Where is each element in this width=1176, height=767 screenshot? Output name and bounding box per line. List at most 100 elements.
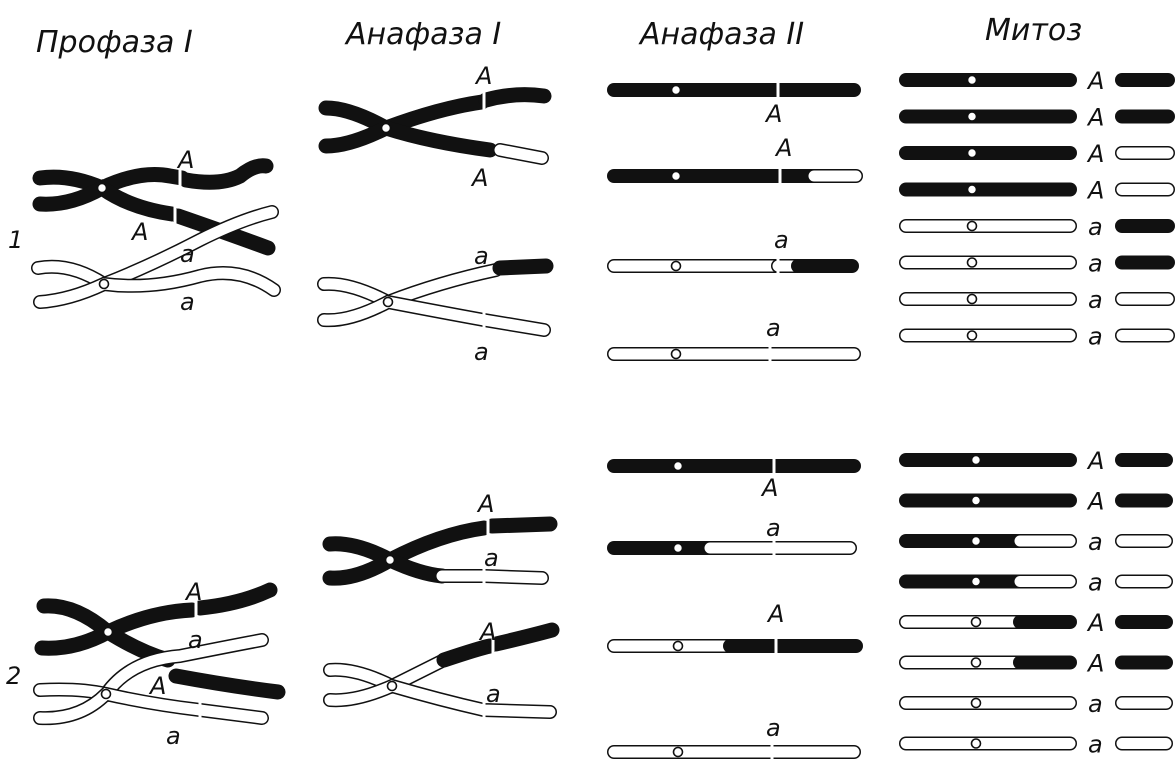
- gene-label: a: [766, 714, 781, 742]
- anaphase2-row2-chromosome: [614, 457, 854, 475]
- centromere: [674, 748, 683, 757]
- mitosis-row1-chromosome: [906, 331, 1168, 340]
- gene-label-A: A: [470, 164, 488, 192]
- mitosis-row2-chromosome: [906, 658, 1166, 667]
- centromere: [382, 124, 391, 133]
- column-title-anaphase1: Анафаза I: [344, 17, 501, 52]
- light-chromatid: [442, 576, 542, 578]
- anaphase2-row1-chromosome: [614, 257, 852, 275]
- gene-locus-gap: [771, 743, 774, 761]
- gene-label: A: [1086, 177, 1104, 205]
- gene-label: A: [1086, 67, 1104, 95]
- gene-locus-gap: [775, 637, 778, 655]
- gene-label-a: a: [484, 544, 499, 572]
- gene-label: a: [774, 226, 789, 254]
- dark-chromatid: [326, 128, 490, 150]
- centromere: [968, 112, 977, 121]
- centromere: [972, 618, 981, 627]
- gene-label: A: [760, 474, 778, 502]
- anaphase1-row1-dark-chromosome: [326, 91, 544, 158]
- gene-label-A: A: [476, 490, 494, 518]
- centromere: [968, 295, 977, 304]
- centromere: [972, 496, 981, 505]
- centromere: [386, 556, 395, 565]
- gene-label-A: A: [130, 218, 148, 246]
- gene-locus-gap: [777, 257, 780, 275]
- gene-label: a: [1088, 690, 1103, 718]
- anaphase2-row2-chromosome: [614, 637, 856, 655]
- mitosis-row2-chromosome: [906, 739, 1166, 748]
- dark-chromatid: [44, 606, 192, 632]
- dark-chromatid: [500, 266, 546, 268]
- gene-label: a: [1088, 569, 1103, 597]
- centromere: [968, 185, 977, 194]
- anaphase2-row1-chromosome: [614, 81, 854, 99]
- gene-label-a: a: [474, 242, 489, 270]
- mitosis-row1-chromosome: [906, 76, 1168, 85]
- anaphase2-row1-chromosome: [614, 345, 854, 363]
- row-label-1: 1: [8, 226, 23, 254]
- gene-label: a: [1088, 213, 1103, 241]
- row-label-2: 2: [6, 662, 21, 690]
- centromere: [672, 172, 681, 181]
- gene-label: A: [764, 100, 782, 128]
- centromere: [102, 690, 111, 699]
- gene-label-a: a: [188, 626, 203, 654]
- mitosis-row1-chromosome: [906, 112, 1168, 121]
- light-chromatid: [324, 270, 496, 302]
- gene-label-A: A: [474, 62, 492, 90]
- dark-chromatid: [40, 188, 172, 214]
- gene-label: A: [1086, 488, 1104, 516]
- mitosis-row2-chromosome: [906, 699, 1166, 708]
- anaphase2-row1-chromosome: [614, 167, 856, 185]
- anaphase1-row1-light-chromosome: [324, 266, 546, 330]
- gene-locus-gap: [487, 517, 490, 537]
- anaphase2-row2-chromosome: [614, 539, 850, 557]
- gene-label: a: [1088, 250, 1103, 278]
- centromere: [968, 76, 977, 85]
- mitosis-row2-chromosome: [906, 537, 1166, 546]
- centromere: [968, 258, 977, 267]
- gene-label-A: A: [184, 578, 202, 606]
- centromere: [672, 350, 681, 359]
- dark-chromatid: [186, 166, 266, 183]
- column-title-mitosis: Митоз: [985, 13, 1082, 48]
- gene-locus-gap: [769, 345, 772, 363]
- dark-chromatid: [176, 676, 278, 692]
- mitosis-row1-chromosome: [906, 295, 1168, 304]
- centromere: [972, 739, 981, 748]
- centromere: [674, 544, 683, 553]
- gene-locus-gap: [174, 205, 177, 225]
- anaphase2-row2-chromosome: [614, 743, 854, 761]
- centromere: [384, 298, 393, 307]
- centromere: [972, 537, 981, 546]
- centromere: [672, 262, 681, 271]
- centromere: [104, 628, 113, 637]
- column-title-prophase1: Профаза I: [36, 25, 193, 60]
- centromere: [674, 462, 683, 471]
- centromere: [672, 86, 681, 95]
- mitosis-row2-chromosome: [906, 456, 1166, 465]
- prophase1-row1-bivalent: [38, 166, 274, 302]
- gene-label: A: [1086, 447, 1104, 475]
- gene-locus-gap: [779, 167, 782, 185]
- gene-locus-gap: [773, 457, 776, 475]
- gene-locus-gap: [777, 81, 780, 99]
- dark-chromatid: [326, 102, 482, 128]
- centromere: [100, 280, 109, 289]
- gene-label: A: [1086, 140, 1104, 168]
- gene-label: a: [1088, 731, 1103, 759]
- gene-label: a: [1088, 528, 1103, 556]
- dark-chromatid: [200, 590, 270, 608]
- gene-label: a: [766, 514, 781, 542]
- gene-label-A: A: [148, 672, 166, 700]
- dark-chromatid: [444, 646, 490, 660]
- gene-label-A: A: [176, 146, 194, 174]
- gene-label: a: [1088, 286, 1103, 314]
- mitosis-row1-chromosome: [906, 258, 1168, 267]
- mitosis-row2-chromosome: [906, 618, 1166, 627]
- gene-label: A: [1086, 650, 1104, 678]
- gene-label-a: a: [180, 240, 195, 268]
- centromere: [388, 682, 397, 691]
